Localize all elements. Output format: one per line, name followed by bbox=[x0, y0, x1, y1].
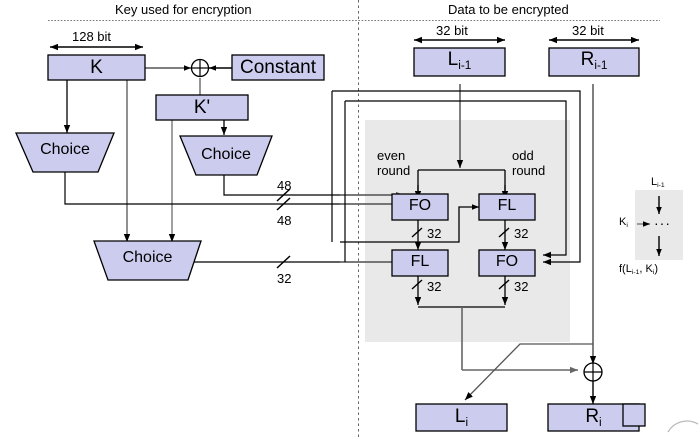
round-panel bbox=[365, 120, 570, 342]
box-r-out-label[interactable]: Ri bbox=[548, 406, 639, 429]
label-bus-32: 32 bbox=[277, 271, 292, 286]
choice-bottom-label[interactable]: Choice bbox=[122, 249, 173, 266]
slash-48-lower bbox=[276, 197, 291, 211]
odd-line1: odd bbox=[512, 148, 534, 163]
box-l-prev-label[interactable]: Li-1 bbox=[414, 49, 505, 72]
label-32-bit-right: 32 bit bbox=[572, 23, 604, 38]
slash-odd-upper bbox=[498, 227, 510, 238]
l-prev-text: L bbox=[447, 49, 459, 70]
formula-sub1: i-1 bbox=[631, 269, 640, 277]
label-32-bit-left: 32 bit bbox=[436, 23, 468, 38]
label-bus-48-upper: 48 bbox=[277, 178, 292, 193]
wire-fo-even-to-fl-odd bbox=[340, 204, 479, 243]
wire-choice-tr-bus bbox=[223, 175, 340, 196]
r-out-text: R bbox=[585, 406, 600, 427]
wire-feedback-outer bbox=[332, 90, 581, 266]
header-key-section: Key used for encryption bbox=[115, 2, 252, 17]
choice-trapezoid-bottom bbox=[93, 240, 202, 281]
formula-mid: , K bbox=[639, 263, 653, 275]
box-l-out bbox=[415, 403, 508, 432]
box-kprime-label[interactable]: K' bbox=[193, 97, 211, 118]
formula-prefix: f(L bbox=[619, 263, 632, 275]
slash-odd-lower bbox=[498, 279, 510, 290]
slash-even-lower bbox=[411, 279, 423, 290]
odd-line2: round bbox=[512, 163, 546, 178]
box-fl-even-label[interactable]: FL bbox=[410, 253, 430, 270]
box-constant-label[interactable]: Constant bbox=[239, 57, 317, 78]
decorative-arc bbox=[667, 420, 699, 433]
label-even-upper-32: 32 bbox=[427, 226, 442, 241]
box-constant bbox=[231, 54, 325, 81]
legend-key-subscript: i bbox=[626, 222, 628, 230]
legend-key-label: Ki bbox=[619, 216, 628, 230]
l-prev-subscript: i-1 bbox=[458, 58, 472, 72]
legend-key-text: K bbox=[619, 216, 627, 228]
box-fo-odd-label[interactable]: FO bbox=[495, 253, 519, 270]
box-fl-even bbox=[391, 249, 449, 277]
legend-input-label: Li-1 bbox=[651, 176, 665, 190]
color-swatch bbox=[622, 403, 646, 427]
formula-suffix: ) bbox=[654, 263, 659, 275]
box-l-prev bbox=[413, 47, 506, 77]
even-line1: even bbox=[377, 148, 406, 163]
label-bus-48-lower: 48 bbox=[277, 213, 292, 228]
r-out-subscript: i bbox=[599, 415, 602, 429]
formula-sub2: i bbox=[652, 269, 655, 277]
box-r-prev bbox=[548, 47, 640, 77]
legend-ellipsis: ··· bbox=[654, 215, 671, 231]
label-odd-upper-32: 32 bbox=[514, 226, 529, 241]
even-line2: round bbox=[377, 163, 411, 178]
label-128-bit: 128 bit bbox=[72, 29, 112, 44]
choice-top-left-label[interactable]: Choice bbox=[40, 141, 90, 158]
legend-input-subscript: i-1 bbox=[657, 182, 665, 190]
slash-even-upper bbox=[411, 227, 423, 238]
box-kprime bbox=[155, 94, 249, 121]
choice-trapezoid-top-right bbox=[179, 135, 273, 176]
box-fl-odd bbox=[478, 193, 536, 221]
box-r-prev-label[interactable]: Ri-1 bbox=[549, 49, 639, 72]
wire-cross-to-li bbox=[464, 343, 593, 401]
legend-input-text: L bbox=[651, 176, 658, 188]
l-out-subscript: i bbox=[465, 415, 469, 429]
box-k bbox=[47, 54, 146, 81]
choice-trapezoid-top-left bbox=[15, 132, 115, 173]
box-fl-odd-label[interactable]: FL bbox=[497, 197, 517, 214]
box-k-label[interactable]: K bbox=[90, 57, 103, 78]
box-l-out-label[interactable]: Li bbox=[416, 406, 507, 429]
wire-choice-tl-bus bbox=[64, 172, 340, 205]
r-prev-text: R bbox=[580, 49, 595, 70]
box-fo-even-label[interactable]: FO bbox=[408, 197, 432, 214]
slash-48-upper bbox=[276, 188, 291, 202]
label-even-lower-32: 32 bbox=[427, 279, 442, 294]
choice-top-right-label[interactable]: Choice bbox=[201, 146, 251, 163]
label-odd-lower-32: 32 bbox=[514, 279, 529, 294]
box-fo-odd bbox=[478, 249, 536, 277]
wire-feedback-inner bbox=[345, 100, 567, 259]
slash-32-left bbox=[276, 255, 291, 269]
box-fo-even bbox=[391, 193, 449, 221]
legend-output-formula: f(Li-1, Ki) bbox=[619, 263, 659, 277]
header-data-section: Data to be encrypted bbox=[448, 2, 569, 17]
l-out-text: L bbox=[454, 406, 466, 427]
r-prev-subscript: i-1 bbox=[594, 58, 608, 72]
